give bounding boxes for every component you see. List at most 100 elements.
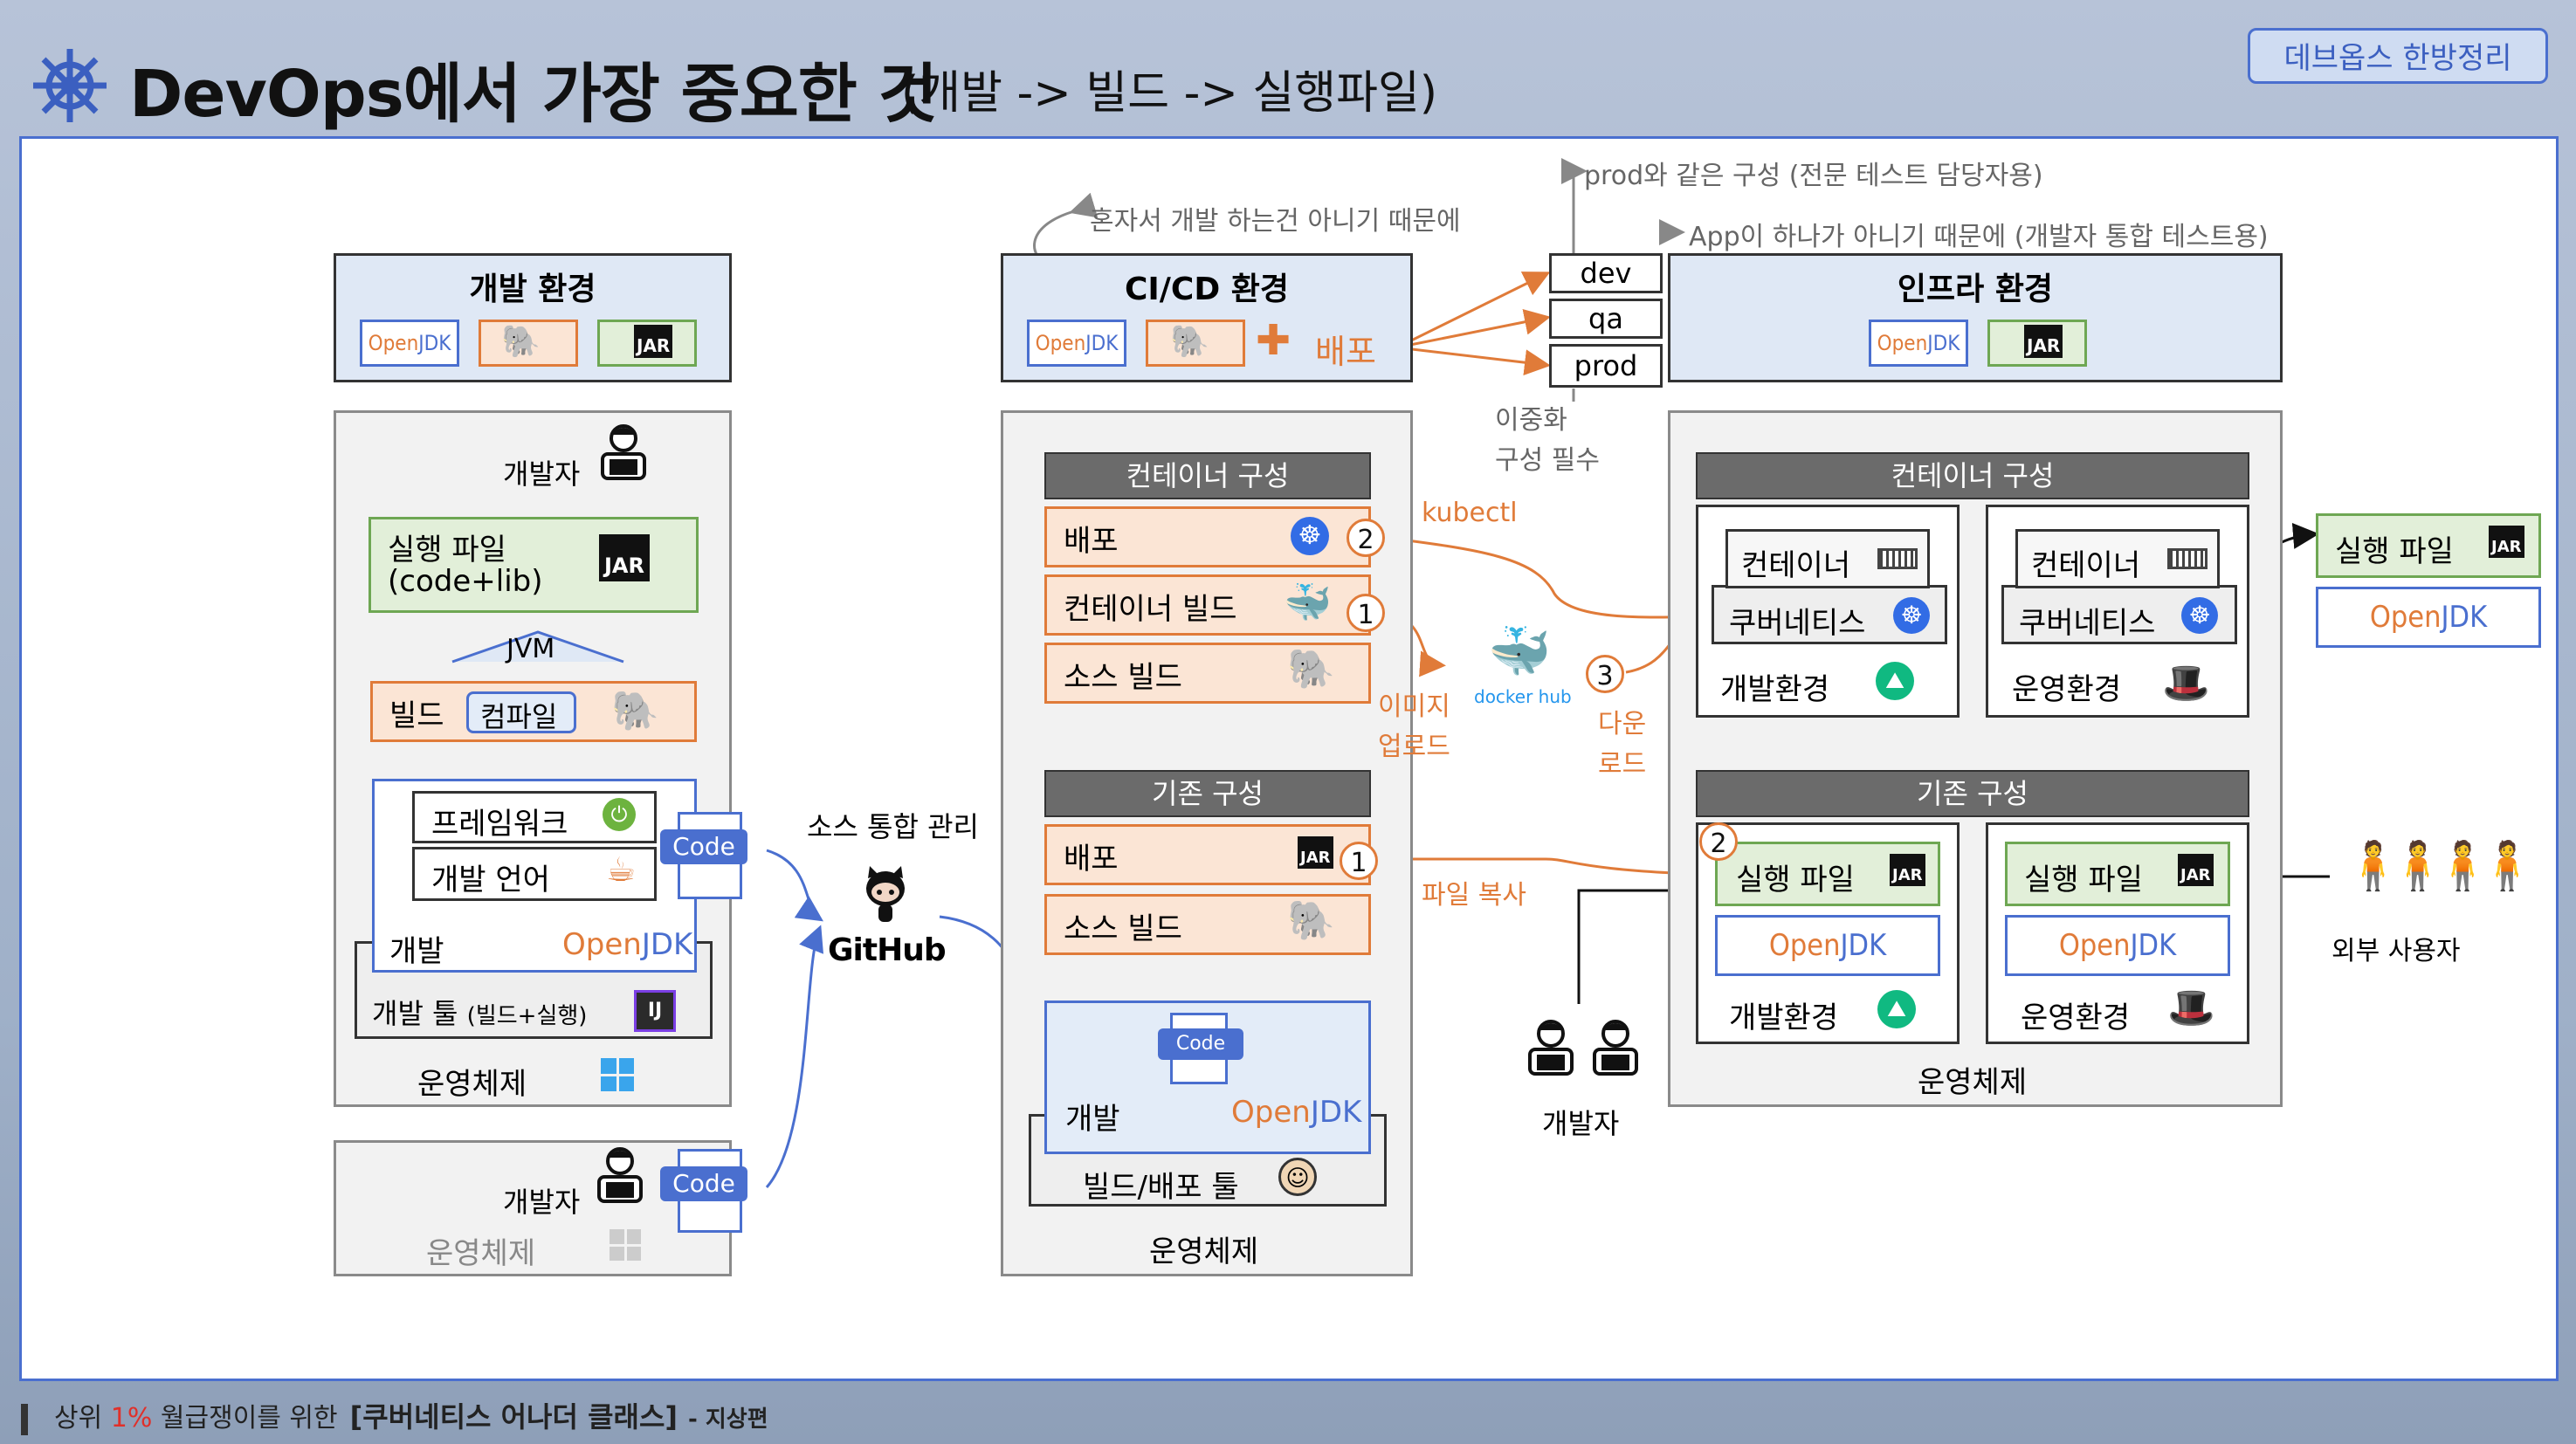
dev-env-title: 개발 환경 [469, 272, 596, 307]
cicd-container-build-row[interactable] [1044, 574, 1371, 636]
rocky-linux-icon: ⛰ [1877, 990, 1916, 1028]
dev-env-label: 개발환경 [1720, 672, 1830, 707]
developer-icon [1528, 1020, 1574, 1076]
openjdk-label: OpenJDK [562, 927, 693, 962]
plus-icon: ✚ [1256, 316, 1291, 365]
dev-tool-label: 개발 툴 (빌드+실행) [372, 997, 588, 1030]
dev-language-label: 개발 언어 [431, 863, 550, 897]
jar-icon: JAR [634, 325, 673, 358]
openjdk-label: OpenJDK [1231, 1095, 1362, 1130]
infra-container-header: 컨테이너 구성 [1696, 452, 2249, 499]
container-label: 컨테이너 [2031, 548, 2141, 583]
elephant-icon: 🐘 [501, 324, 541, 360]
infra-env-title: 인프라 환경 [1897, 272, 2054, 307]
cicd-deploy-row[interactable] [1044, 506, 1371, 567]
developer-icon [597, 1147, 643, 1203]
stage-note-prod: prod와 같은 구성 (전문 테스트 담당자용) [1584, 161, 2043, 191]
series-badge[interactable]: 데브옵스 한방정리 [2248, 28, 2548, 84]
legacy-prod-exec-label: 실행 파일 [2024, 863, 2143, 897]
openjdk-logo: OpenJDK [360, 320, 459, 367]
compile-label: 컴파일 [480, 700, 558, 733]
rocky-linux-icon: ⛰ [1876, 662, 1914, 700]
cicd-os-label: 운영체제 [1149, 1234, 1259, 1269]
arrow-deploy-qa [1396, 308, 1551, 349]
kubernetes-label: 쿠버네티스 [2019, 606, 2156, 641]
github-logo-text: GitHub [828, 932, 947, 968]
code-chip[interactable]: Code [660, 829, 747, 864]
jenkins-icon: ☺ [1278, 1158, 1317, 1196]
footer-bar [21, 1403, 28, 1435]
step-2-badge: 2 [1347, 519, 1385, 557]
prod-env-label: 운영환경 [2021, 1000, 2131, 1035]
os-label: 운영체제 [417, 1067, 527, 1102]
cicd-legacy-source-build-label: 소스 빌드 [1064, 911, 1182, 946]
compile-chip [466, 691, 576, 733]
cicd-legacy-header: 기존 구성 [1044, 770, 1371, 817]
java-icon: ☕ [606, 850, 637, 889]
stage-prod[interactable]: prod [1549, 344, 1663, 388]
language-box [412, 847, 657, 901]
jvm-arrow [451, 630, 624, 664]
arrow-deploy-dev [1396, 272, 1551, 349]
step-2-badge: 2 [1699, 822, 1738, 861]
elephant-icon: 🐘 [1287, 898, 1335, 943]
container-icon [1877, 548, 1918, 569]
cicd-tool-label: 빌드/배포 툴 [1083, 1170, 1239, 1205]
github-label: 소스 통합 관리 [807, 810, 979, 843]
footer: 상위 1% 월급쟁이를 위한[쿠버네티스 어나더 클래스]- 지상편 [21, 1395, 768, 1435]
developer-label: 개발자 [503, 457, 581, 491]
cicd-dev-label: 개발 [1065, 1102, 1120, 1137]
arrow-kubectl [1386, 536, 1710, 630]
page-title: DevOps에서 가장 중요한 것 [129, 57, 938, 132]
openjdk-logo: OpenJDK [1027, 320, 1126, 367]
cicd-source-build-row[interactable] [1044, 643, 1371, 704]
kubernetes-icon: ☸ [1291, 517, 1329, 555]
footer-percent: 1% [110, 1403, 153, 1434]
redhat-icon: 🎩 [2167, 986, 2215, 1030]
step-1-badge: 1 [1347, 594, 1385, 632]
os-2-label: 운영체제 [426, 1236, 536, 1271]
stage-qa[interactable]: qa [1549, 299, 1663, 339]
developers-label: 개발자 [1542, 1107, 1620, 1140]
developer-icon [601, 424, 646, 480]
file-copy-label: 파일 복사 [1422, 880, 1526, 911]
developer-2-label: 개발자 [503, 1186, 581, 1219]
openjdk-logo: OpenJDK [1869, 320, 1968, 367]
download-label: 다운 [1598, 709, 1647, 739]
helm-wheel-icon [33, 49, 107, 122]
elephant-icon: 🐘 [611, 689, 659, 733]
cicd-legacy-source-build-row[interactable] [1044, 894, 1371, 955]
elephant-icon: 🐘 [1287, 647, 1335, 691]
redundancy-label-2: 구성 필수 [1495, 445, 1600, 476]
image-upload-label-2: 업로드 [1378, 732, 1450, 762]
step-1-badge: 1 [1340, 842, 1378, 880]
exec-file-sublabel: (code+lib) [388, 564, 543, 599]
footer-middle: 월급쟁이를 위한 [160, 1403, 338, 1434]
kubernetes-icon: ☸ [2181, 597, 2218, 634]
developer-icon [1593, 1020, 1638, 1076]
code-chip[interactable]: Code [660, 1166, 747, 1201]
arrow-note-prod [1561, 158, 1588, 253]
cicd-deploy-label: 배포 [1064, 524, 1119, 559]
cicd-legacy-deploy-label: 배포 [1064, 842, 1119, 877]
github-octocat-icon [866, 866, 905, 922]
gradle-chip [1146, 320, 1245, 367]
kubernetes-label: 쿠버네티스 [1729, 606, 1866, 641]
intellij-icon: IJ [634, 990, 676, 1032]
jar-icon: JAR [599, 534, 650, 581]
openjdk-label: OpenJDK [2316, 587, 2541, 648]
openjdk-label: OpenJDK [2005, 915, 2230, 976]
page-subtitle: (개발 -> 빌드 -> 실행파일) [901, 67, 1438, 120]
framework-label: 프레임워크 [431, 807, 568, 842]
build-label: 빌드 [389, 698, 444, 733]
cicd-deploy-word: 배포 [1315, 333, 1376, 371]
external-users-icon: 🧍🧍🧍🧍 [2344, 838, 2537, 893]
kubectl-label: kubectl [1422, 498, 1518, 528]
arrow-code-to-github [766, 849, 823, 922]
openjdk-label: OpenJDK [1715, 915, 1940, 976]
docker-icon: 🐳 [1284, 581, 1332, 625]
redhat-icon: 🎩 [2162, 661, 2210, 705]
dev-tool-sub: (빌드+실행) [466, 1003, 588, 1029]
code-chip[interactable]: Code [1158, 1028, 1243, 1060]
stage-dev[interactable]: dev [1549, 253, 1663, 293]
